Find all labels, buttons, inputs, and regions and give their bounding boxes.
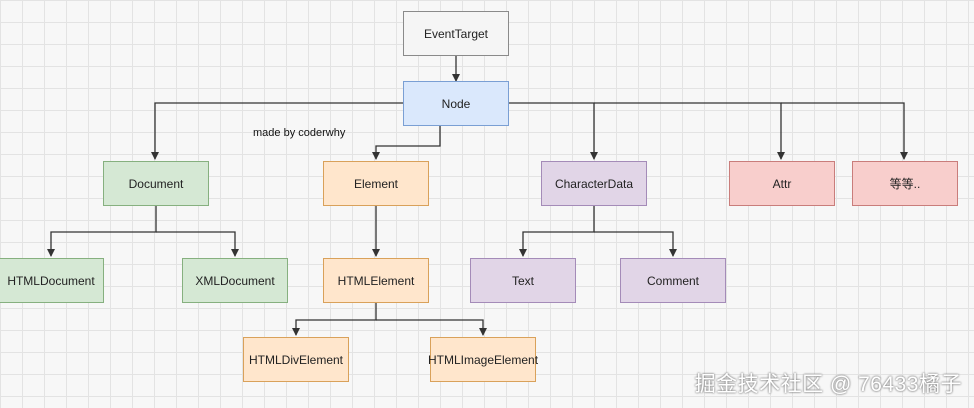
node-node: Node [403, 81, 509, 126]
edge-node-document [151, 102, 403, 160]
node-htmldivelement: HTMLDivElement [243, 337, 349, 382]
node-htmldocument: HTMLDocument [0, 258, 104, 303]
node-characterdata: CharacterData [541, 161, 647, 206]
edge-htmlelement-div [292, 303, 377, 336]
watermark: 掘金技术社区 @ 76433橘子 [694, 373, 962, 396]
node-text: Text [470, 258, 576, 303]
edge-document-htmldocument [47, 206, 157, 257]
node-etc: 等等.. [852, 161, 958, 206]
node-eventtarget: EventTarget [403, 11, 509, 56]
edge-htmlelement-image [376, 319, 487, 336]
node-xmldocument: XMLDocument [182, 258, 288, 303]
node-attr: Attr [729, 161, 835, 206]
author-note: made by coderwhy [253, 127, 346, 139]
edge-node-etc [781, 102, 908, 160]
node-htmlelement: HTMLElement [323, 258, 429, 303]
edge-chardata-comment [594, 231, 677, 257]
edge-document-xmldocument [156, 231, 239, 257]
edge-chardata-text [519, 206, 595, 257]
edge-node-attr [594, 102, 785, 160]
edge-node-element [372, 126, 441, 160]
edge-node-chardata [509, 102, 598, 160]
node-comment: Comment [620, 258, 726, 303]
node-htmlimageelement: HTMLImageElement [428, 337, 538, 382]
node-element: Element [323, 161, 429, 206]
node-document: Document [103, 161, 209, 206]
